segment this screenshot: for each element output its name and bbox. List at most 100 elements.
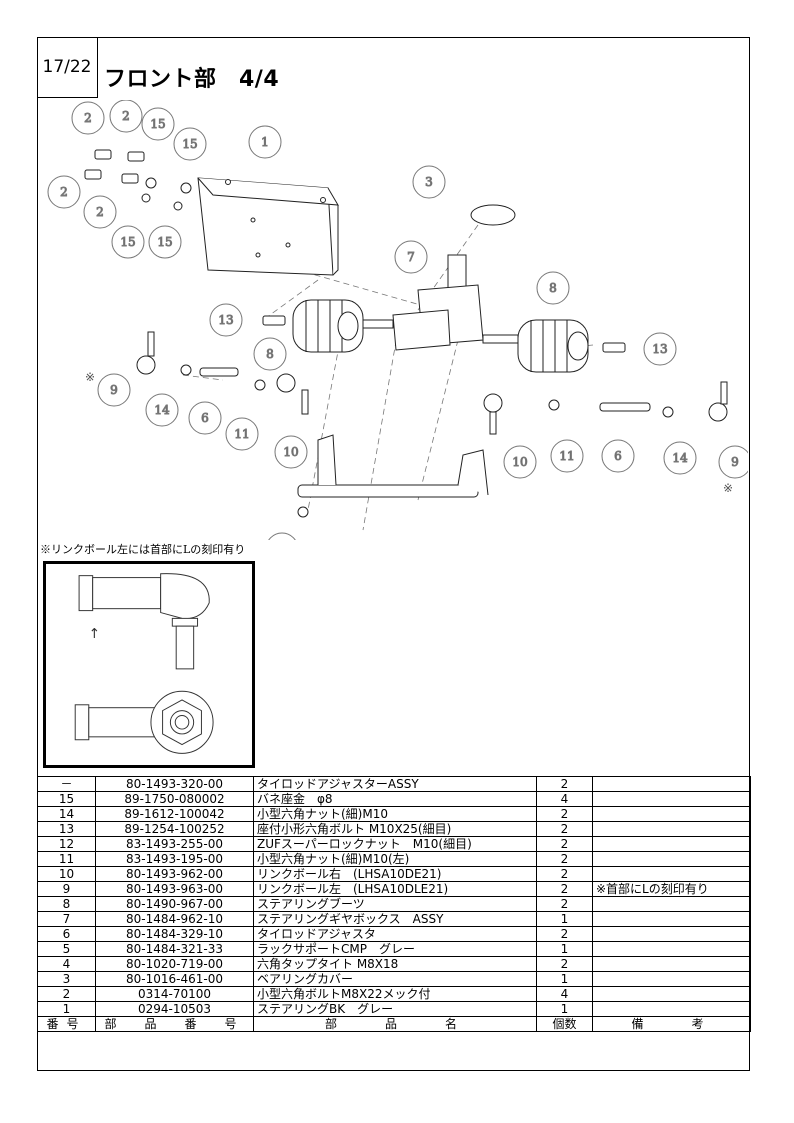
cell-number: 11 xyxy=(37,851,96,867)
callout-13: 13 xyxy=(209,303,243,337)
callout-6: 6 xyxy=(601,439,635,473)
cell-remarks xyxy=(592,821,751,837)
callout-11: 11 xyxy=(225,417,259,451)
cell-remarks xyxy=(592,851,751,867)
cell-part-name: 六角タップタイト M8X18 xyxy=(253,956,537,972)
callout-11: 11 xyxy=(550,439,584,473)
svg-text:11: 11 xyxy=(559,449,574,463)
svg-text:14: 14 xyxy=(154,403,170,417)
cell-part-number: 80-1484-321-33 xyxy=(95,941,254,957)
svg-text:9: 9 xyxy=(731,455,739,469)
callout-6: 6 xyxy=(188,401,222,435)
svg-text:15: 15 xyxy=(150,117,165,131)
svg-text:2: 2 xyxy=(122,109,130,123)
table-header-row: 番号 部 品 番 号 部 品 名 個数 備 考 xyxy=(37,1016,751,1032)
cell-part-number: 0314-70100 xyxy=(95,986,254,1002)
svg-text:※: ※ xyxy=(723,481,733,495)
svg-text:11: 11 xyxy=(234,427,249,441)
callout-9: 9 xyxy=(97,373,131,407)
callout-3: 3 xyxy=(412,165,446,199)
svg-text:1: 1 xyxy=(261,135,269,149)
callout-2: 2 xyxy=(47,175,81,209)
cell-part-number: 0294-10503 xyxy=(95,1001,254,1017)
cell-part-number: 80-1484-329-10 xyxy=(95,926,254,942)
callout-10: 10 xyxy=(503,445,537,479)
svg-text:6: 6 xyxy=(201,411,209,425)
cell-qty: 2 xyxy=(536,821,593,837)
callout-9: 9 xyxy=(718,445,748,479)
header-part-number: 部 品 番 号 xyxy=(95,1016,254,1032)
callout-15: 15 xyxy=(173,127,207,161)
cell-qty: 2 xyxy=(536,806,593,822)
cell-part-number: 80-1493-963-00 xyxy=(95,881,254,897)
svg-text:10: 10 xyxy=(512,455,527,469)
cell-number: 14 xyxy=(37,806,96,822)
cell-part-name: ZUFスーパーロックナット M10(細目) xyxy=(253,836,537,852)
cell-qty: 1 xyxy=(536,941,593,957)
cell-number: 15 xyxy=(37,791,96,807)
engraving-note: ※リンクボール左には首部にLの刻印有り xyxy=(40,543,246,556)
cell-part-name: 小型六角ナット(細)M10 xyxy=(253,806,537,822)
header-qty: 個数 xyxy=(536,1016,593,1032)
callout-13: 13 xyxy=(643,332,677,366)
cell-qty: 2 xyxy=(536,881,593,897)
callout-1: 1 xyxy=(248,125,282,159)
svg-text:10: 10 xyxy=(283,445,298,459)
svg-text:9: 9 xyxy=(110,383,118,397)
cell-qty: 4 xyxy=(536,986,593,1002)
cell-part-number: 80-1016-461-00 xyxy=(95,971,254,987)
cell-part-name: タイロッドアジャスタ xyxy=(253,926,537,942)
cell-remarks xyxy=(592,971,751,987)
svg-text:15: 15 xyxy=(157,235,172,249)
svg-text:13: 13 xyxy=(218,313,233,327)
svg-text:※: ※ xyxy=(85,370,95,384)
svg-text:15: 15 xyxy=(182,137,197,151)
cell-part-number: 80-1020-719-00 xyxy=(95,956,254,972)
cell-part-name: ステアリングBK グレー xyxy=(253,1001,537,1017)
cell-remarks xyxy=(592,866,751,882)
callout-10: 10 xyxy=(274,435,308,469)
cell-number: 5 xyxy=(37,941,96,957)
svg-text:7: 7 xyxy=(407,250,415,264)
cell-part-number: 80-1490-967-00 xyxy=(95,896,254,912)
cell-number: 9 xyxy=(37,881,96,897)
inset-arrow: ↑ xyxy=(89,626,100,642)
cell-part-name: 座付小形六角ボルト M10X25(細目) xyxy=(253,821,537,837)
cell-part-number: 80-1484-962-10 xyxy=(95,911,254,927)
cell-remarks xyxy=(592,806,751,822)
cell-qty: 1 xyxy=(536,971,593,987)
cell-part-name: ステアリングギヤボックス ASSY xyxy=(253,911,537,927)
cell-qty: 2 xyxy=(536,896,593,912)
header-number: 番号 xyxy=(37,1016,96,1032)
cell-qty: 2 xyxy=(536,851,593,867)
cell-qty: 2 xyxy=(536,956,593,972)
svg-text:13: 13 xyxy=(652,342,667,356)
callout-2: 2 xyxy=(109,100,143,133)
cell-remarks xyxy=(592,926,751,942)
cell-number: 13 xyxy=(37,821,96,837)
header-part-name: 部 品 名 xyxy=(253,1016,537,1032)
cell-qty: 2 xyxy=(536,836,593,852)
cell-remarks xyxy=(592,1001,751,1017)
cell-part-name: 小型六角ナット(細)M10(左) xyxy=(253,851,537,867)
cell-part-number: 89-1750-080002 xyxy=(95,791,254,807)
svg-text:2: 2 xyxy=(84,111,92,125)
svg-text:6: 6 xyxy=(614,449,622,463)
svg-text:15: 15 xyxy=(120,235,135,249)
cell-remarks xyxy=(592,986,751,1002)
callout-12: 12 xyxy=(268,532,296,540)
cell-qty: 1 xyxy=(536,1001,593,1017)
link-ball-side-view xyxy=(78,573,210,670)
cell-qty: 1 xyxy=(536,911,593,927)
cell-qty: 2 xyxy=(536,926,593,942)
cell-number: 4 xyxy=(37,956,96,972)
cell-part-name: 小型六角ボルトM8X22メック付 xyxy=(253,986,537,1002)
